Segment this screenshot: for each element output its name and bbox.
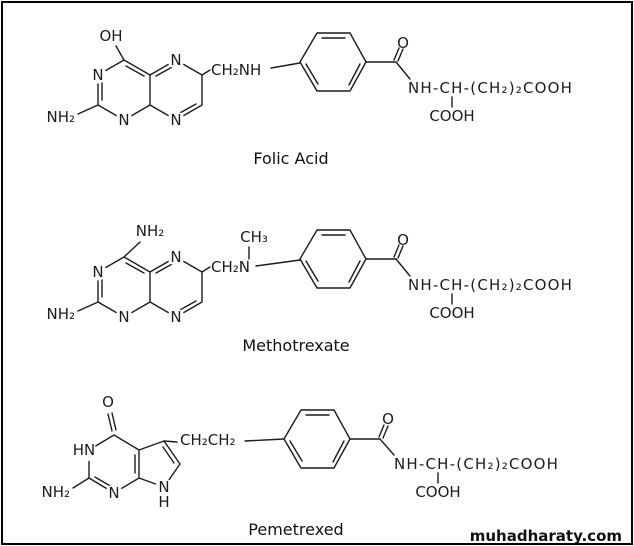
methotrexate-caption: Methotrexate xyxy=(242,336,349,355)
cooh-label: COOH xyxy=(415,483,460,501)
carbonyl-oxygen-label: O xyxy=(382,410,394,428)
ring-nitrogen-label: N xyxy=(118,111,129,129)
ring-nitrogen-label: N xyxy=(170,248,181,266)
cooh-label: COOH xyxy=(429,107,474,125)
linker-label: CH₂N xyxy=(211,258,250,276)
ring-nitrogen-label: N xyxy=(170,308,181,326)
pemetrexed-caption: Pemetrexed xyxy=(248,520,343,539)
n-methyl-label: CH₃ xyxy=(240,228,268,246)
folic-acid-atom-masks xyxy=(89,51,185,129)
amine-label: NH₂ xyxy=(46,305,75,323)
pyrrole-nitrogen-label: N xyxy=(158,478,169,496)
methotrexate-atom-masks xyxy=(89,248,185,326)
pemetrexed-bonds xyxy=(72,409,439,494)
folic-acid-structure: OH N N N N NH₂ CH₂NH O NH-CH-(CH₂)₂COOH … xyxy=(46,27,573,168)
pyrrole-hydrogen-label: H xyxy=(158,493,169,511)
linker-label: CH₂NH xyxy=(211,61,261,79)
ring-nitrogen-label: N xyxy=(170,111,181,129)
ring-nitrogen-label: N xyxy=(92,263,103,281)
methotrexate-structure: NH₂ N N N N NH₂ CH₂N CH₃ O NH-CH-(CH₂)₂C… xyxy=(46,222,573,355)
carbonyl-oxygen-label: O xyxy=(397,231,409,249)
methotrexate-bonds xyxy=(77,229,453,318)
folic-acid-caption: Folic Acid xyxy=(253,149,328,168)
hydroxyl-label: OH xyxy=(99,27,122,45)
ring-nitrogen-label: N xyxy=(118,308,129,326)
ring-nitrogen-label: N xyxy=(92,66,103,84)
ring-nitrogen-label: N xyxy=(108,484,119,502)
carbonyl-oxygen-label: O xyxy=(397,34,409,52)
ring-nitrogen-label: N xyxy=(170,51,181,69)
ring-nh-label: HN xyxy=(73,441,96,459)
amine-label: NH₂ xyxy=(46,108,75,126)
cooh-label: COOH xyxy=(429,304,474,322)
watermark: muhadharaty.com xyxy=(470,527,622,545)
ketone-oxygen-label: O xyxy=(102,393,114,411)
amine-label: NH₂ xyxy=(136,222,165,240)
amine-label: NH₂ xyxy=(41,483,70,501)
pemetrexed-atom-masks xyxy=(72,438,173,502)
folic-acid-bonds xyxy=(77,32,453,121)
pemetrexed-structure: O HN NH₂ N N H CH₂CH₂ O NH-CH-(CH₂)₂COOH… xyxy=(41,393,559,539)
linker-label: CH₂CH₂ xyxy=(180,431,236,449)
glutamate-chain-label: NH-CH-(CH₂)₂COOH xyxy=(394,455,559,473)
glutamate-chain-label: NH-CH-(CH₂)₂COOH xyxy=(408,79,573,97)
glutamate-chain-label: NH-CH-(CH₂)₂COOH xyxy=(408,276,573,294)
